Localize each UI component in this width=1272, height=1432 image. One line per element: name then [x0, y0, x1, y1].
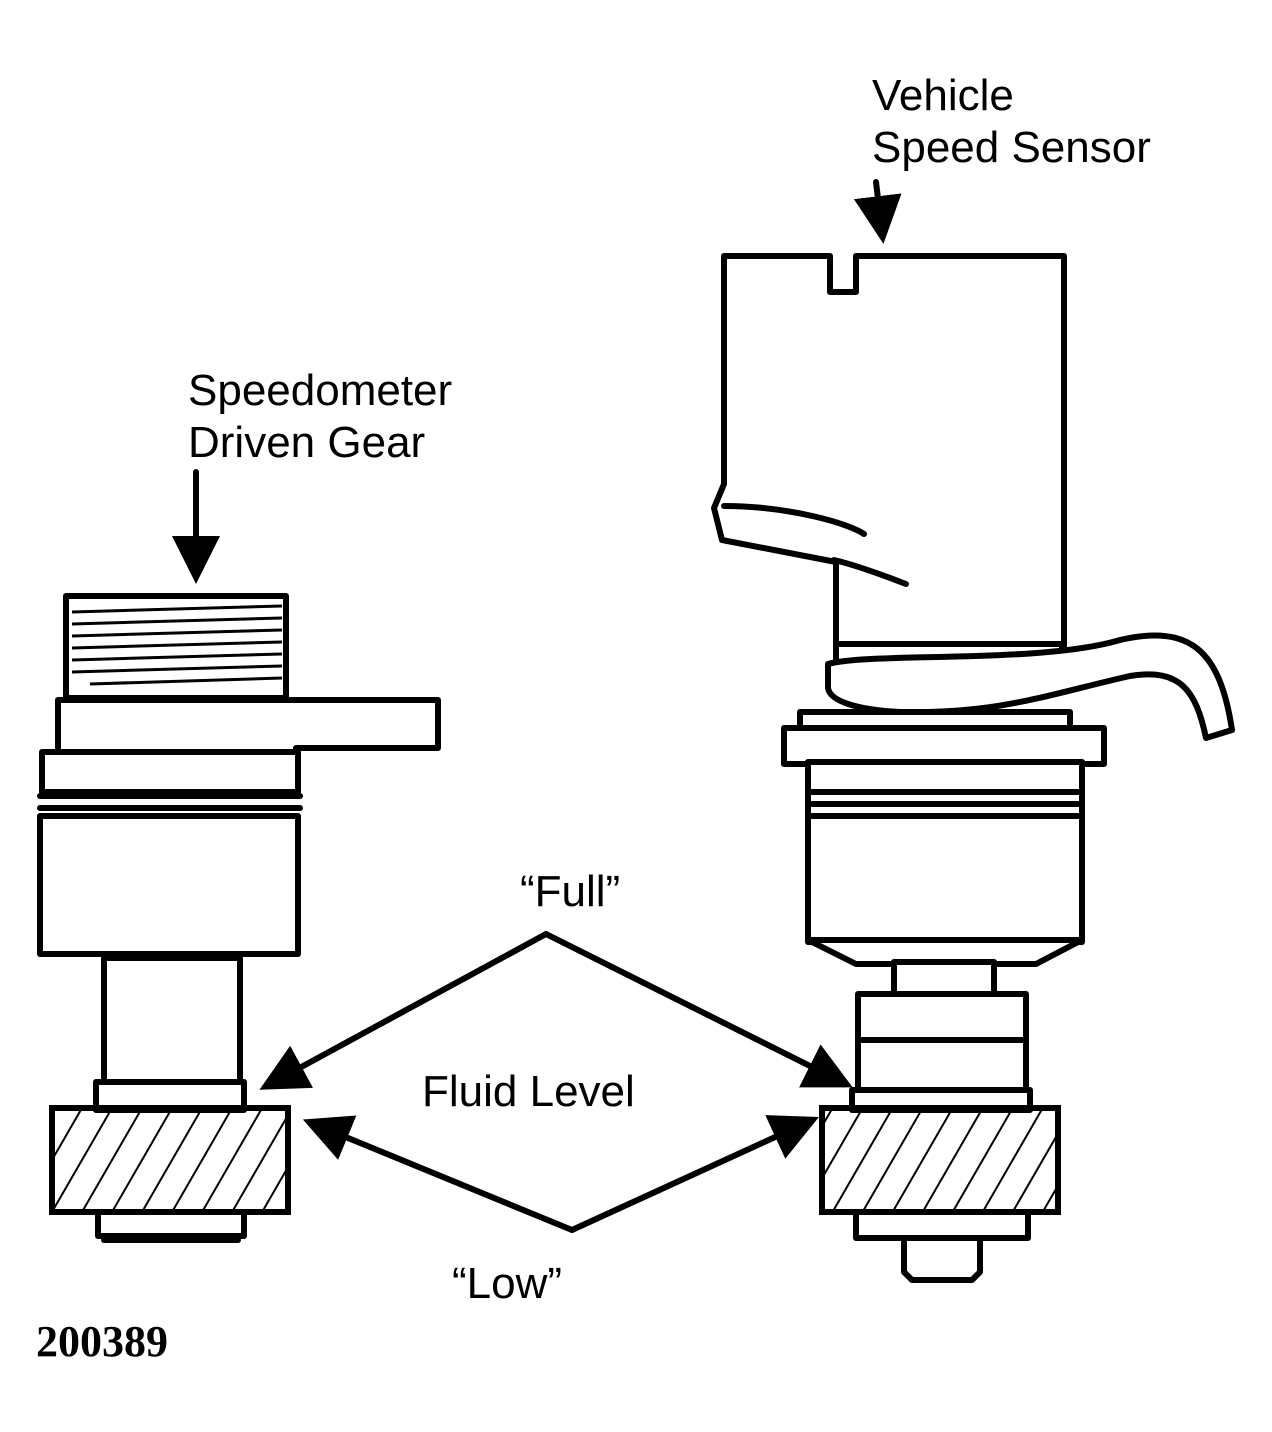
gear-body — [37, 813, 301, 957]
fluid-level-label: Fluid Level — [422, 1067, 635, 1116]
vss-label-line1: Vehicle — [872, 71, 1014, 120]
low-label: “Low” — [452, 1259, 562, 1308]
speedometer-driven-gear — [37, 593, 441, 1243]
sensor-taper — [805, 937, 1085, 967]
gear-hub — [95, 1209, 247, 1239]
sensor-connector-housing — [711, 253, 1067, 653]
sensor-tip — [901, 1235, 983, 1283]
sensor-lower-block — [855, 991, 1029, 1045]
gear-label-line1: Speedometer — [188, 366, 452, 415]
label-arrows — [172, 179, 902, 1233]
sensor-stem — [891, 959, 997, 999]
vehicle-speed-sensor — [711, 253, 1235, 1283]
drive-gear-teeth — [819, 1105, 1061, 1215]
mounting-flange — [55, 697, 441, 759]
full-label: “Full” — [520, 867, 620, 916]
sensor-flange — [781, 725, 1107, 767]
gear-label-line2: Driven Gear — [188, 418, 425, 467]
collar — [39, 749, 301, 795]
threaded-cap — [63, 593, 289, 701]
figure-number: 200389 — [36, 1317, 168, 1366]
driven-gear-teeth — [49, 1105, 291, 1215]
vss-label-line2: Speed Sensor — [872, 123, 1151, 172]
sensor-hub — [853, 1209, 1031, 1241]
gear-shaft — [101, 955, 243, 1087]
